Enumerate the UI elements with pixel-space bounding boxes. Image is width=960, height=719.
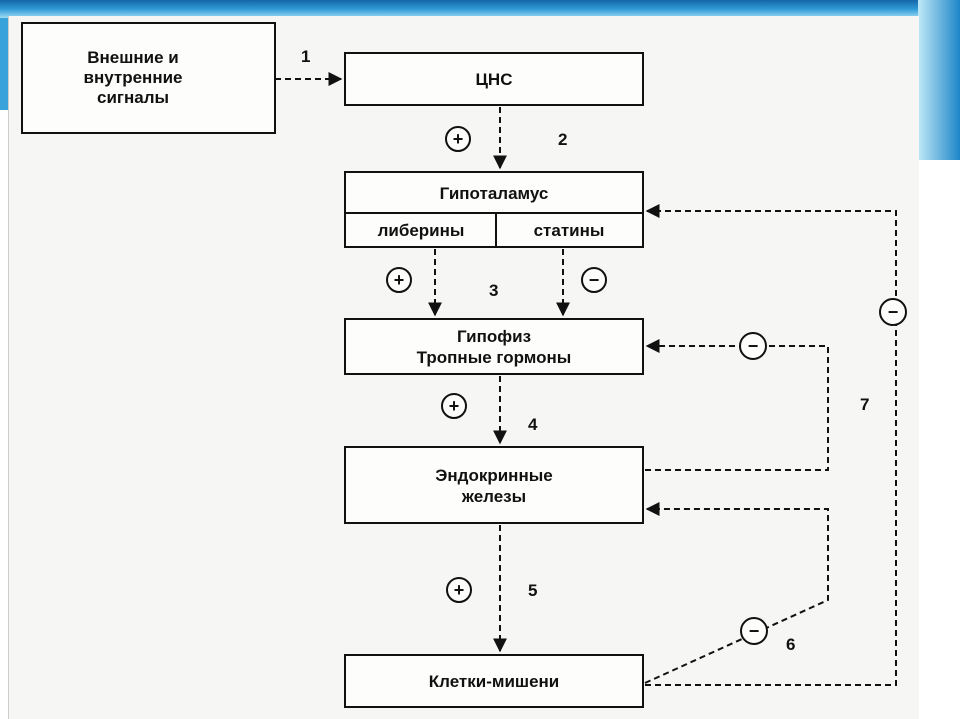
minus-sign-loop-6: − — [740, 617, 768, 645]
step-number-3: 3 — [489, 281, 498, 300]
feedback-loop-7 — [645, 204, 897, 686]
endocrine-glands-box: Эндокринные железы — [344, 446, 644, 524]
step-number-5: 5 — [528, 581, 537, 600]
hypothalamus-box: Гипоталамус либерины статины — [344, 171, 644, 248]
statins-label: статины — [534, 221, 605, 240]
glands-line-1: Эндокринные — [435, 466, 552, 485]
feedback-loop-6 — [644, 502, 829, 684]
minus-sign-loop-7: − — [879, 298, 907, 326]
svg-text:−: − — [888, 302, 899, 322]
signals-box: Внешние и внутренние сигналы — [21, 22, 276, 134]
step-number-6: 6 — [786, 635, 795, 654]
minus-sign-pituitary-feedback: − — [739, 332, 767, 360]
glands-line-2: железы — [461, 487, 526, 506]
plus-sign-5: + — [446, 577, 472, 603]
cns-box: ЦНС — [344, 52, 644, 106]
step-number-2: 2 — [558, 130, 567, 149]
svg-text:+: + — [454, 580, 465, 600]
plus-sign-4: + — [441, 393, 467, 419]
plus-sign-3: + — [386, 267, 412, 293]
step-number-7: 7 — [860, 395, 869, 414]
step-number-1: 1 — [301, 47, 310, 66]
left-banner-strip — [0, 18, 8, 110]
svg-text:+: + — [453, 129, 464, 149]
target-cells-box: Клетки-мишени — [344, 654, 644, 708]
pituitary-line-1: Гипофиз — [457, 327, 531, 346]
svg-text:−: − — [748, 336, 759, 356]
step-number-4: 4 — [528, 415, 538, 434]
svg-text:−: − — [589, 270, 600, 290]
liberins-label: либерины — [378, 221, 465, 240]
signals-line-1: Внешние и — [87, 48, 179, 67]
hypothalamus-label: Гипоталамус — [440, 184, 549, 203]
minus-sign-3: − — [581, 267, 607, 293]
signals-line-3: сигналы — [97, 88, 169, 107]
cns-label: ЦНС — [476, 70, 513, 89]
top-banner-strip — [0, 0, 960, 18]
svg-text:−: − — [749, 621, 760, 641]
right-banner-strip — [918, 0, 960, 160]
pituitary-box: Гипофиз Тропные гормоны — [344, 318, 644, 375]
svg-text:+: + — [449, 396, 460, 416]
feedback-glands-to-pituitary — [645, 339, 829, 471]
plus-sign-2: + — [445, 126, 471, 152]
svg-text:+: + — [394, 270, 405, 290]
pituitary-line-2: Тропные гормоны — [417, 348, 572, 367]
signals-line-2: внутренние — [84, 68, 183, 87]
targets-label: Клетки-мишени — [429, 672, 560, 691]
